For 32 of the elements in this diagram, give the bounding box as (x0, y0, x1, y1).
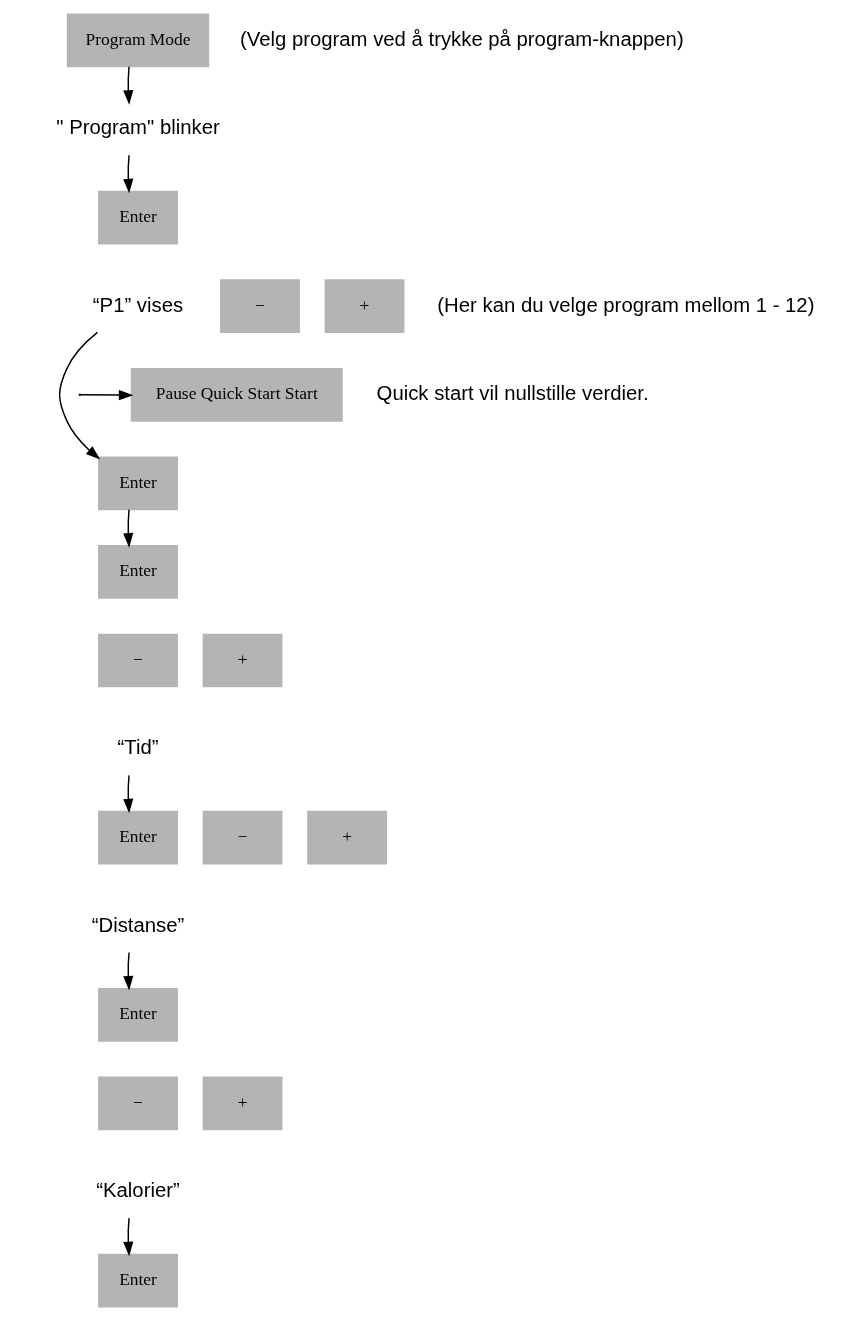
node-box: Enter (98, 456, 178, 511)
node-box: + (307, 810, 388, 865)
node-box: Enter (98, 190, 178, 245)
arrow (58, 331, 101, 460)
node-box: Enter (98, 545, 178, 599)
arrow (79, 389, 134, 401)
node-text: “Tid” (117, 736, 159, 759)
arrow (123, 774, 134, 814)
node-box: Program Mode (66, 13, 210, 68)
arrow (123, 508, 134, 548)
node-box: − (202, 810, 283, 865)
node-box: − (98, 1076, 178, 1131)
arrow (123, 154, 134, 194)
node-label: (Her kan du velge program mellom 1 - 12) (437, 293, 815, 316)
node-label: (Velg program ved å trykke på program-knappen) (239, 27, 684, 50)
node-box: Enter (98, 1253, 178, 1308)
node-box: − (220, 279, 300, 334)
node-box: Enter (98, 987, 178, 1042)
node-box: Enter (98, 810, 178, 865)
node-text: “P1” vises (92, 293, 184, 316)
node-text: “Distanse” (91, 913, 185, 936)
node-box: Pause Quick Start Start (130, 367, 343, 422)
node-text: “Kalorier” (96, 1179, 180, 1202)
node-box: − (98, 633, 178, 688)
node-box: + (324, 279, 405, 334)
node-text: " Program" blinker (56, 116, 220, 139)
node-label: Quick start vil nullstille verdier. (376, 382, 649, 405)
arrow (123, 1217, 134, 1257)
node-box: + (202, 1076, 283, 1131)
arrow (123, 66, 134, 105)
node-box: + (202, 633, 283, 688)
arrow (123, 951, 134, 991)
